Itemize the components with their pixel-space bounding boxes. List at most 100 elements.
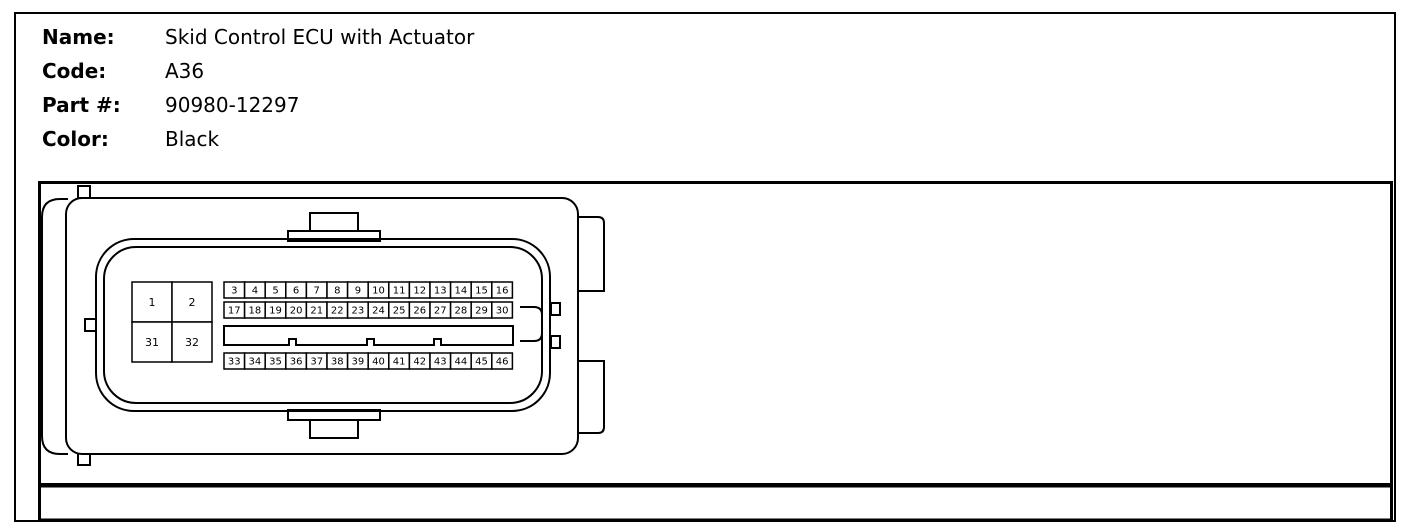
pin-number: 10 <box>372 286 385 297</box>
pin-number: 7 <box>314 286 320 297</box>
pin-number: 36 <box>290 357 303 368</box>
pin-number: 11 <box>393 286 406 297</box>
pin-number: 24 <box>372 306 385 317</box>
pin-number: 23 <box>352 306 365 317</box>
pin-39: 39 <box>346 352 369 370</box>
pin-44: 44 <box>449 352 472 370</box>
pin-number: 8 <box>334 286 340 297</box>
pin-number: 5 <box>272 286 278 297</box>
pin-number: 25 <box>393 306 406 317</box>
pin-number: 33 <box>228 357 241 368</box>
color-label: Color: <box>42 127 109 151</box>
pin-26: 26 <box>408 301 431 319</box>
pin-number: 39 <box>352 357 365 368</box>
pin-number: 9 <box>355 286 361 297</box>
pin-number: 12 <box>413 286 426 297</box>
name-value: Skid Control ECU with Actuator <box>165 25 475 49</box>
pin-number: 42 <box>413 357 426 368</box>
pin-22: 22 <box>326 301 349 319</box>
pin-number: 32 <box>185 336 199 349</box>
pin-number: 35 <box>269 357 282 368</box>
pin-23: 23 <box>346 301 369 319</box>
pin-36: 36 <box>285 352 308 370</box>
large-pin-block: 1 2 31 32 <box>131 281 213 363</box>
pin-13: 13 <box>429 281 452 299</box>
connector-body <box>41 185 605 466</box>
pin-30: 30 <box>491 301 514 319</box>
pin-38: 38 <box>326 352 349 370</box>
pin-15: 15 <box>470 281 493 299</box>
pin-number: 6 <box>293 286 299 297</box>
pin-2: 2 <box>171 281 213 323</box>
pin-20: 20 <box>285 301 308 319</box>
pin-number: 30 <box>496 306 509 317</box>
pin-8: 8 <box>326 281 349 299</box>
pin-number: 41 <box>393 357 406 368</box>
pin-number: 38 <box>331 357 344 368</box>
pin-number: 15 <box>475 286 488 297</box>
pin-18: 18 <box>243 301 266 319</box>
pin-number: 28 <box>455 306 468 317</box>
footer-frame <box>38 484 1393 522</box>
pin-27: 27 <box>429 301 452 319</box>
part-value: 90980-12297 <box>165 93 300 117</box>
pin-9: 9 <box>346 281 369 299</box>
pin-14: 14 <box>449 281 472 299</box>
pin-number: 44 <box>455 357 468 368</box>
pin-24: 24 <box>367 301 390 319</box>
pin-1: 1 <box>131 281 173 323</box>
pin-number: 37 <box>310 357 323 368</box>
code-value: A36 <box>165 59 205 83</box>
code-label: Code: <box>42 59 107 83</box>
pin-number: 1 <box>149 296 156 309</box>
pin-32: 32 <box>171 321 213 363</box>
pin-number: 16 <box>496 286 509 297</box>
pin-number: 3 <box>231 286 237 297</box>
pin-number: 40 <box>372 357 385 368</box>
pin-28: 28 <box>449 301 472 319</box>
pin-3: 3 <box>223 281 246 299</box>
pin-37: 37 <box>305 352 328 370</box>
pin-43: 43 <box>429 352 452 370</box>
pin-number: 17 <box>228 306 241 317</box>
pin-10: 10 <box>367 281 390 299</box>
pin-number: 21 <box>310 306 323 317</box>
pin-number: 19 <box>269 306 282 317</box>
pin-45: 45 <box>470 352 493 370</box>
pin-21: 21 <box>305 301 328 319</box>
pin-25: 25 <box>388 301 411 319</box>
pin-7: 7 <box>305 281 328 299</box>
pin-5: 5 <box>264 281 287 299</box>
pin-number: 18 <box>249 306 262 317</box>
pin-33: 33 <box>223 352 246 370</box>
pin-11: 11 <box>388 281 411 299</box>
pin-number: 4 <box>252 286 258 297</box>
pin-number: 29 <box>475 306 488 317</box>
pin-number: 2 <box>189 296 196 309</box>
pin-number: 31 <box>145 336 159 349</box>
pin-4: 4 <box>243 281 266 299</box>
pin-16: 16 <box>491 281 514 299</box>
pin-41: 41 <box>388 352 411 370</box>
pin-number: 14 <box>455 286 468 297</box>
pin-6: 6 <box>285 281 308 299</box>
pin-number: 46 <box>496 357 509 368</box>
pin-35: 35 <box>264 352 287 370</box>
pin-number: 27 <box>434 306 447 317</box>
part-label: Part #: <box>42 93 121 117</box>
pin-34: 34 <box>243 352 266 370</box>
pin-19: 19 <box>264 301 287 319</box>
pin-46: 46 <box>491 352 514 370</box>
color-value: Black <box>165 127 220 151</box>
pin-number: 22 <box>331 306 344 317</box>
pin-12: 12 <box>408 281 431 299</box>
pin-number: 20 <box>290 306 303 317</box>
name-label: Name: <box>42 25 115 49</box>
pin-17: 17 <box>223 301 246 319</box>
pin-31: 31 <box>131 321 173 363</box>
pin-number: 13 <box>434 286 447 297</box>
pin-number: 26 <box>413 306 426 317</box>
pin-40: 40 <box>367 352 390 370</box>
